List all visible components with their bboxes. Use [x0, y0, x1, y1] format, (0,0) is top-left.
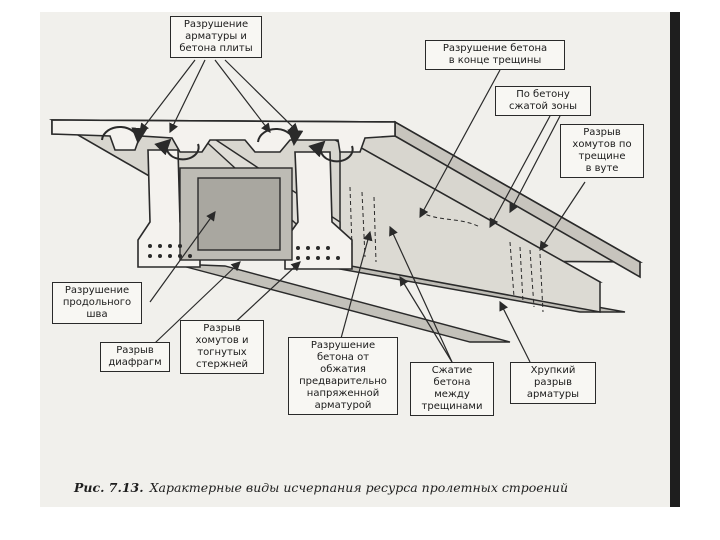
- figure-caption-text: Характерные виды исчерпания ресурса прол…: [149, 480, 568, 495]
- callout-between-cracks: Сжатие бетона между трещинами: [410, 362, 494, 416]
- callout-longitudinal-seam: Разрушение продольного шва: [52, 282, 142, 324]
- callout-compressed-zone: По бетону сжатой зоны: [495, 86, 591, 116]
- scan-edge: [670, 12, 680, 507]
- figure-caption: Рис. 7.13. Характерные виды исчерпания ре…: [74, 480, 568, 495]
- figure-page: Разрушение арматуры и бетона плиты Разру…: [40, 12, 680, 507]
- callout-brittle: Хрупкий разрыв арматуры: [510, 362, 596, 404]
- leader-lines: [134, 59, 586, 363]
- bridge-span-drawing: [48, 59, 644, 363]
- beam-right-section: [284, 151, 353, 270]
- callout-crack-end: Разрушение бетона в конце трещины: [425, 40, 565, 70]
- right-girder: [311, 134, 626, 313]
- slab-rotation-arrows: [101, 125, 354, 163]
- callout-prestress: Разрушение бетона от обжатия предварител…: [288, 337, 398, 415]
- diaphragm: [179, 167, 293, 261]
- figure-number: Рис. 7.13.: [74, 480, 144, 495]
- callout-diaphragm: Разрыв диафрагм: [100, 342, 170, 372]
- prestress-strands: [148, 244, 340, 260]
- callout-stirrups-bent: Разрыв хомутов и тогнутых стержней: [180, 320, 264, 374]
- crack-lines: [349, 186, 544, 313]
- callout-slab-rebar: Разрушение арматуры и бетона плиты: [170, 16, 262, 58]
- callout-stirrup-rupture: Разрыв хомутов по трещине в вуте: [560, 124, 644, 178]
